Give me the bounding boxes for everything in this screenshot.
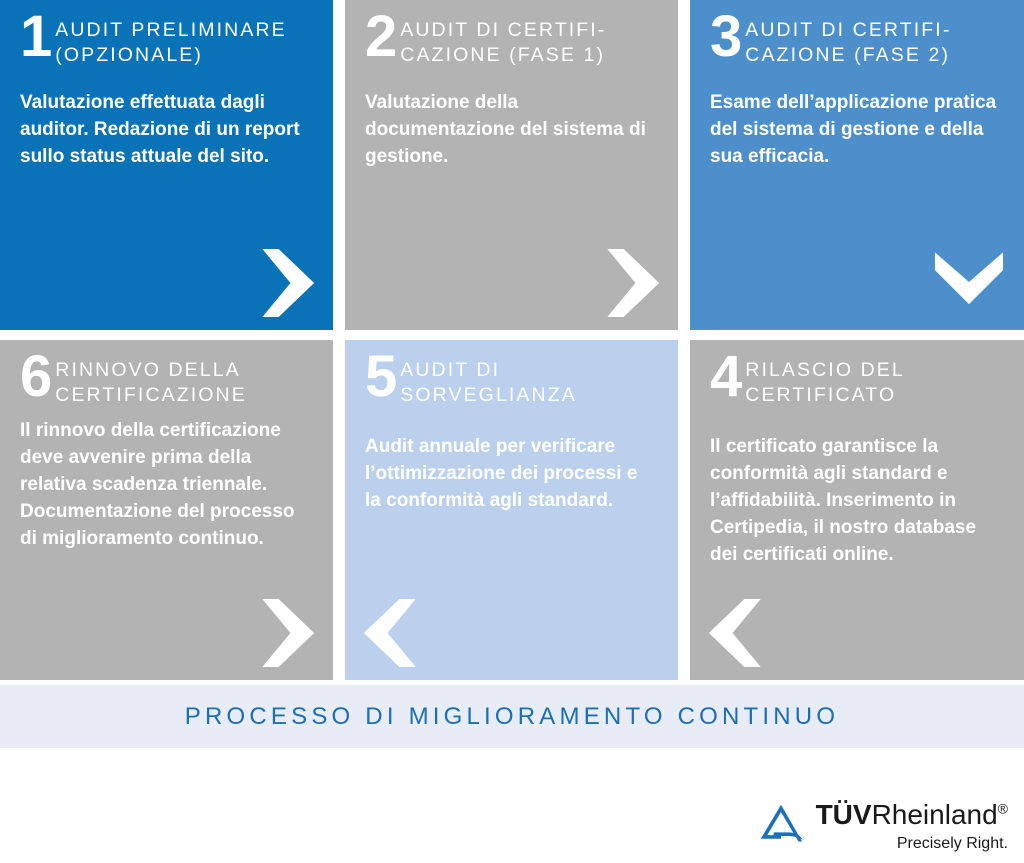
step-body-4: Il certificato garantisce la conformità … [710,435,977,565]
step-card-5[interactable]: 5 AUDIT DI SORVEGLIANZA Audit annuale pe… [345,340,678,680]
logo-brand-rest: Rheinland [871,799,998,830]
step-title-3: AUDIT DI CERTIFI- CAZIONE (FASE 2) [745,19,952,66]
continuous-improvement-banner: PROCESSO DI MIGLIORAMENTO CONTINUO [0,685,1024,748]
triangle-swoosh-icon [758,802,804,848]
step-title-2: AUDIT DI CERTIFI- CAZIONE (FASE 1) [400,19,607,66]
step-body-1: Valutazione effettuata dagli auditor. Re… [20,91,300,167]
chevron-right-icon [249,596,323,670]
step-number-6: 6 [20,344,52,409]
chevron-left-icon [355,596,429,670]
tuv-rheinland-logo: TÜVRheinland® Precisely Right. [758,800,1008,853]
chevron-right-icon [594,246,668,320]
chevron-left-icon [700,596,774,670]
chevron-right-icon [249,246,323,320]
chevron-down-icon [932,242,1006,316]
step-number-2: 2 [365,4,397,69]
step-header-6: 6 RINNOVO DELLA CERTIFICAZIONE [20,347,313,408]
logo-brand: TÜVRheinland® [816,800,1008,829]
steps-grid: 1 AUDIT PRELIMINARE (OPZIONALE) Valutazi… [0,0,1024,680]
step-number-3: 3 [710,4,742,69]
step-header-4: 4 RILASCIO DEL CERTIFICATO [710,347,1004,408]
step-header-5: 5 AUDIT DI SORVEGLIANZA [365,347,658,408]
step-header-1: 1 AUDIT PRELIMINARE (OPZIONALE) [20,7,313,68]
registered-mark-icon: ® [997,800,1008,817]
continuous-improvement-label: PROCESSO DI MIGLIORAMENTO CONTINUO [184,702,840,730]
logo-brand-bold: TÜV [815,799,872,830]
step-title-6: RINNOVO DELLA CERTIFICAZIONE [55,359,247,406]
step-body-2: Valutazione della documentazione del sis… [365,91,646,167]
step-body-5: Audit annuale per verificare l’ottimizza… [365,435,638,511]
step-header-3: 3 AUDIT DI CERTIFI- CAZIONE (FASE 2) [710,7,1004,68]
step-title-1: AUDIT PRELIMINARE (OPZIONALE) [55,19,287,66]
step-card-6[interactable]: 6 RINNOVO DELLA CERTIFICAZIONE Il rinnov… [0,340,333,680]
step-body-3: Esame dell’applicazione pratica del sist… [710,91,997,167]
step-header-2: 2 AUDIT DI CERTIFI- CAZIONE (FASE 1) [365,7,658,68]
step-title-4: RILASCIO DEL CERTIFICATO [745,359,905,406]
logo-tagline: Precisely Right. [896,835,1008,853]
step-number-4: 4 [710,344,742,409]
step-card-2[interactable]: 2 AUDIT DI CERTIFI- CAZIONE (FASE 1) Val… [345,0,678,330]
logo-wordmark: TÜVRheinland® Precisely Right. [816,800,1008,853]
step-card-3[interactable]: 3 AUDIT DI CERTIFI- CAZIONE (FASE 2) Esa… [690,0,1024,330]
step-title-5: AUDIT DI SORVEGLIANZA [400,359,577,406]
step-number-1: 1 [20,4,52,69]
step-body-6: Il rinnovo della certificazione deve avv… [20,419,295,549]
step-card-1[interactable]: 1 AUDIT PRELIMINARE (OPZIONALE) Valutazi… [0,0,333,330]
step-card-4[interactable]: 4 RILASCIO DEL CERTIFICATO Il certificat… [690,340,1024,680]
step-number-5: 5 [365,344,397,409]
